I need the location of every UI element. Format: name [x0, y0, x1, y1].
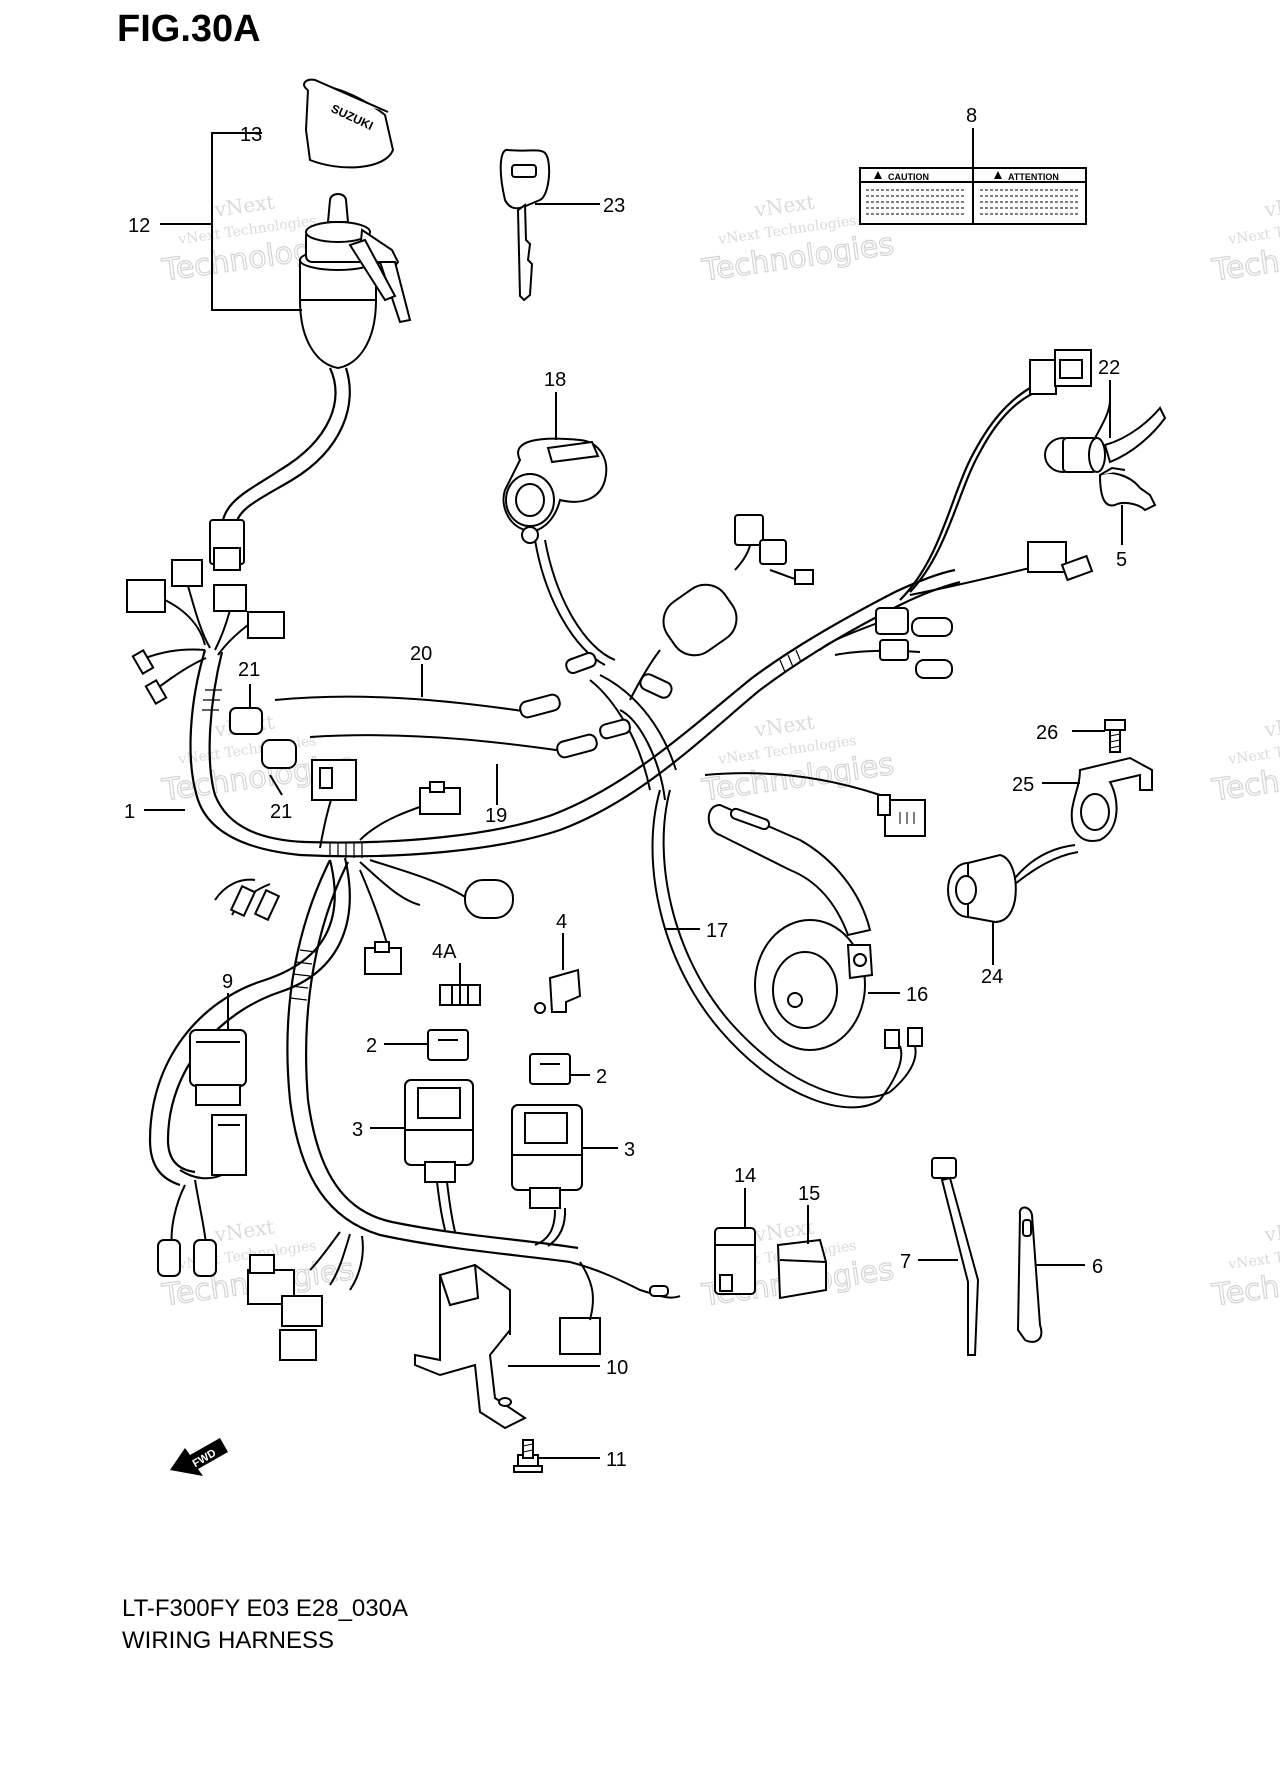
part-13-key-cap: SUZUKI [303, 78, 395, 169]
callout-9: 9 [222, 971, 233, 993]
fwd-arrow-icon: FWD [170, 1438, 228, 1476]
callout-22: 22 [1098, 357, 1120, 379]
part-16-horn [651, 789, 923, 1109]
svg-text:vNext: vNext [212, 1215, 276, 1247]
part-10-bracket [414, 1263, 527, 1430]
main-harness [126, 349, 1094, 1361]
watermark-mid-right: vNext vNext Technologies Technologies [1209, 710, 1280, 810]
svg-text:vNext: vNext [752, 190, 816, 222]
svg-text:vNext: vNext [752, 710, 816, 742]
part-14-connector [714, 1227, 756, 1295]
watermark-bot-right: vNext vNext Technologies Technologies [1209, 1215, 1280, 1315]
watermark-top-right: vNext vNext Technologies Technologies [1209, 190, 1280, 290]
callout-8: 8 [966, 105, 977, 127]
part-5-clamp [1098, 466, 1157, 512]
callout-16: 16 [906, 984, 928, 1006]
part-18-handlebar-switch [502, 437, 608, 544]
callout-11: 11 [606, 1449, 627, 1471]
label-caution-text: CAUTION [888, 172, 929, 182]
callout-21-bottom: 21 [270, 801, 292, 823]
callout-6: 6 [1092, 1256, 1103, 1278]
callout-4: 4 [556, 911, 567, 933]
svg-text:vNext: vNext [1262, 190, 1280, 222]
callout-2-right: 2 [596, 1066, 607, 1088]
callout-14: 14 [734, 1165, 756, 1187]
callout-numbers: 13 12 23 8 22 5 18 20 19 21 21 1 9 4A 4 … [124, 105, 1127, 1471]
callout-17: 17 [706, 920, 728, 942]
callout-5: 5 [1116, 549, 1127, 571]
part-25-bracket [1070, 756, 1153, 842]
label-attention-text: ATTENTION [1008, 172, 1059, 182]
model-code-text: LT-F300FY E03 E28_030A [122, 1595, 408, 1622]
part-23-key [499, 149, 551, 302]
part-8-caution-label: CAUTION ATTENTION [859, 167, 1087, 225]
part-4A-diode [439, 984, 481, 1006]
part-26-bolt [1104, 719, 1126, 753]
callout-4A: 4A [432, 941, 457, 963]
part-22-socket [1044, 399, 1167, 473]
part-2-fuse-right [529, 1053, 571, 1085]
callout-3-right: 3 [624, 1139, 635, 1161]
figure-title: FIG.30A [117, 8, 261, 50]
watermark-line1: vNext [212, 190, 276, 222]
part-6-strap [1016, 1206, 1043, 1343]
part-11-bolt [513, 1439, 543, 1473]
part-15-connector [776, 1238, 827, 1300]
callout-15: 15 [798, 1183, 820, 1205]
callout-2-left: 2 [366, 1035, 377, 1057]
leader-lines [144, 128, 1123, 1459]
callout-24: 24 [981, 966, 1003, 988]
watermark-mid-mid: vNext vNext Technologies Technologies [699, 710, 897, 810]
part-7-cable-tie [931, 1157, 980, 1356]
callout-19: 19 [485, 805, 507, 827]
callout-10: 10 [606, 1357, 628, 1379]
callout-12: 12 [128, 215, 150, 237]
part-24-switch [947, 844, 1079, 924]
fwd-arrow-label: FWD [191, 1447, 219, 1470]
part-12-ignition-switch [299, 193, 412, 370]
part-3-fuse-box-left [404, 1079, 474, 1183]
callout-23: 23 [603, 195, 625, 217]
watermark-top-mid: vNext vNext Technologies Technologies [699, 190, 897, 290]
harness-4pin-connector [704, 772, 926, 837]
svg-text:vNext: vNext [1262, 710, 1280, 742]
callout-13: 13 [240, 124, 262, 146]
callout-18: 18 [544, 369, 566, 391]
callout-20: 20 [410, 643, 432, 665]
callout-25: 25 [1012, 774, 1034, 796]
callout-21-top: 21 [238, 659, 260, 681]
part-2-fuse-left [427, 1029, 469, 1061]
part-3-fuse-box-right [511, 1104, 583, 1209]
callout-26: 26 [1036, 722, 1058, 744]
callout-7: 7 [900, 1251, 911, 1273]
part-4-relay [534, 968, 582, 1014]
callout-3-left: 3 [352, 1119, 363, 1141]
figure-name-text: WIRING HARNESS [122, 1627, 335, 1654]
callout-1: 1 [124, 801, 135, 823]
svg-text:vNext: vNext [1262, 1215, 1280, 1247]
